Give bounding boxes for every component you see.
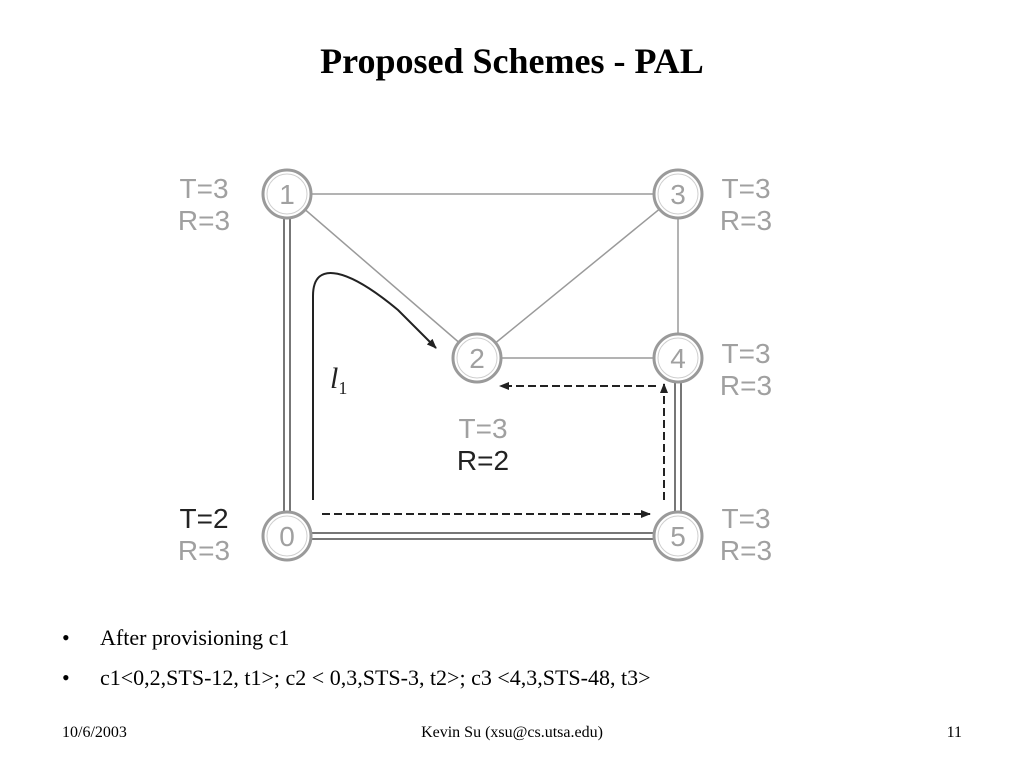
node-label: 3 [670,179,686,210]
node-label: 5 [670,521,686,552]
bullet-item: • After provisioning c1 [62,622,651,662]
bullet-text: c1<0,2,STS-12, t1>; c2 < 0,3,STS-3, t2>;… [100,665,651,690]
node-4: 4 [652,332,704,384]
slide-title: Proposed Schemes - PAL [320,41,704,81]
footer-page-number: 11 [946,724,962,741]
bullet-dot: • [62,625,70,650]
node-4-t-label: T=3 [721,338,770,369]
node-3: 3 [652,168,704,220]
node-0: 0 [261,510,313,562]
node-0-t-label: T=2 [179,503,228,534]
node-2-t-label: T=3 [458,413,507,444]
footer-author: Kevin Su (xsu@cs.utsa.edu) [421,724,603,741]
node-1: 1 [261,168,313,220]
bullet-list: • After provisioning c1 • c1<0,2,STS-12,… [62,622,651,702]
bullet-item: • c1<0,2,STS-12, t1>; c2 < 0,3,STS-3, t2… [62,662,651,702]
bullet-dot: • [62,665,70,690]
node-label: 0 [279,521,295,552]
link-1-2 [286,193,478,359]
node-4-r-label: R=3 [720,370,772,401]
node-label: 2 [469,343,485,374]
node-0-r-label: R=3 [178,535,230,566]
node-2: 2 [451,332,503,384]
node-3-r-label: R=3 [720,205,772,236]
link-3-2 [476,193,679,359]
node-5-r-label: R=3 [720,535,772,566]
path-label: l1 [330,362,347,398]
lightpath-l1-arrow [312,271,437,500]
node-1-t-label: T=3 [179,173,228,204]
node-5: 5 [652,510,704,562]
node-label: 4 [670,343,686,374]
node-5-t-label: T=3 [721,503,770,534]
bullet-text: After provisioning c1 [100,625,290,650]
node-label: 1 [279,179,295,210]
node-3-t-label: T=3 [721,173,770,204]
node-1-r-label: R=3 [178,205,230,236]
node-2-r-label: R=2 [457,445,509,476]
footer-date: 10/6/2003 [62,724,127,741]
